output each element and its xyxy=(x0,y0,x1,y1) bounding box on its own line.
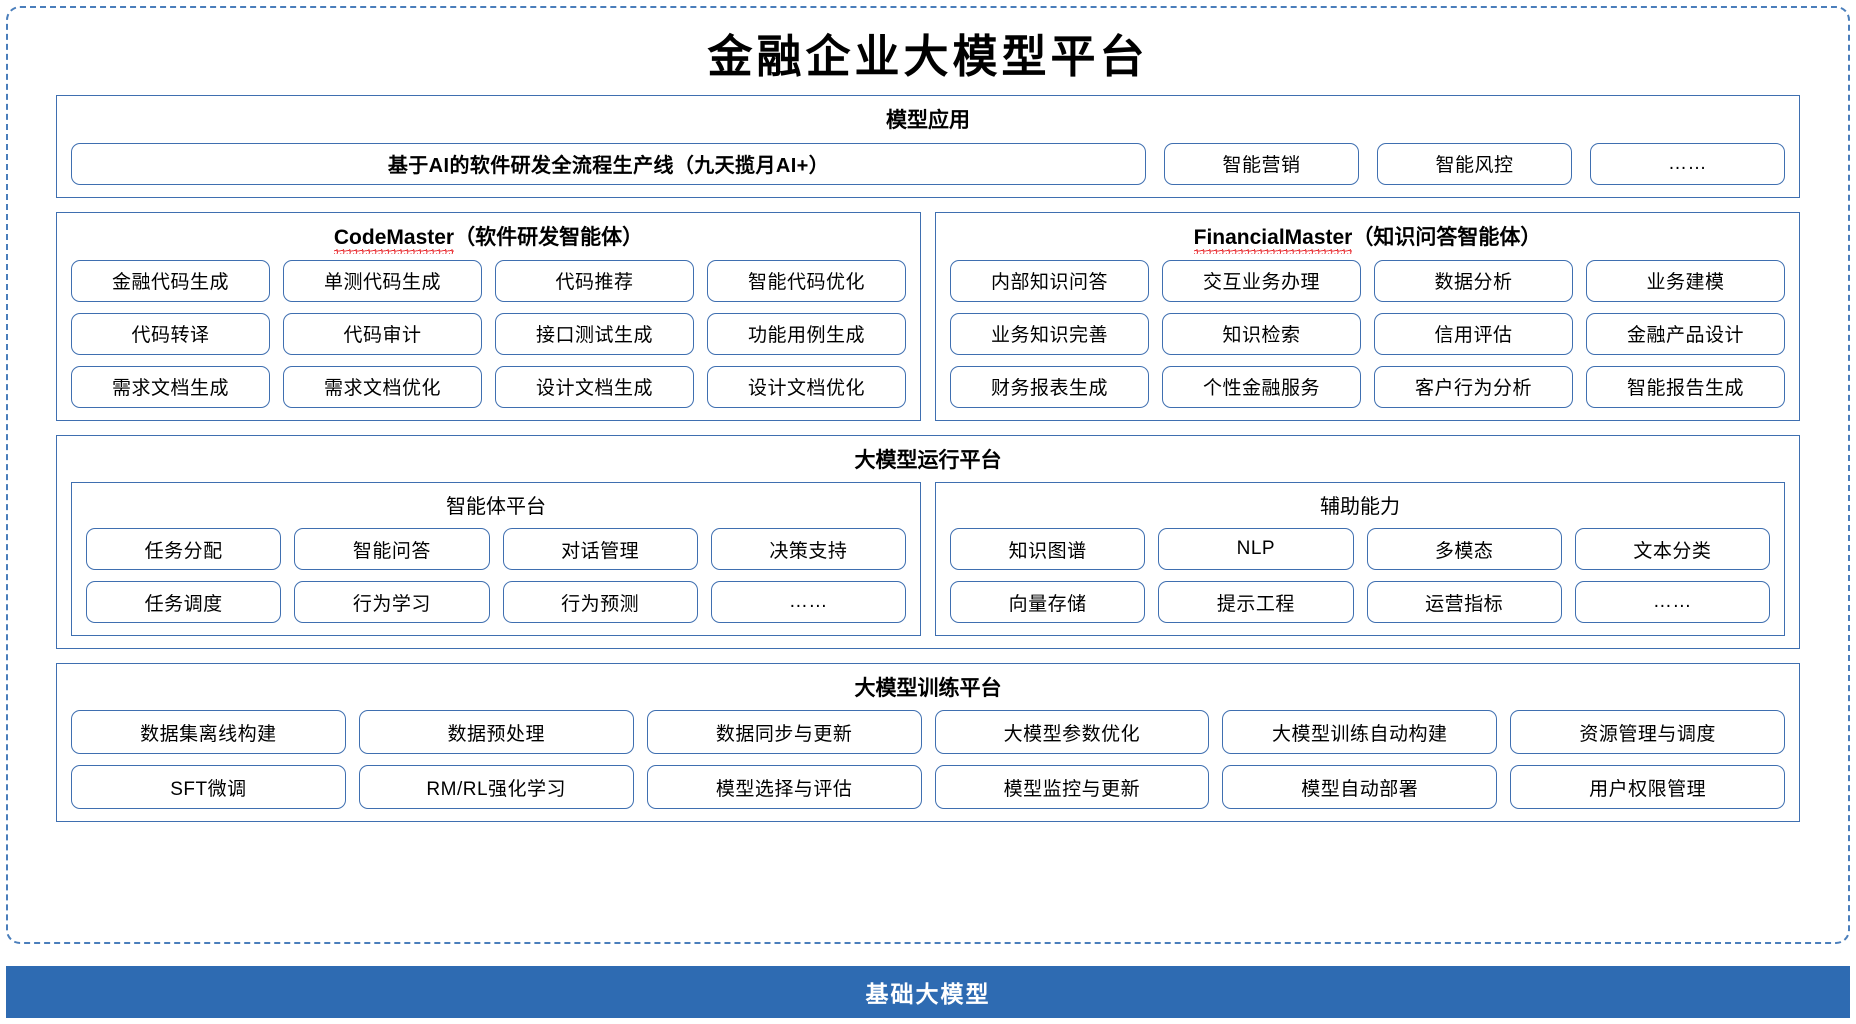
training-platform-item[interactable]: RM/RL强化学习 xyxy=(358,765,634,810)
model-application-item-marketing[interactable]: 智能营销 xyxy=(1164,142,1359,185)
agent-platform-item[interactable]: 智能问答 xyxy=(294,528,490,571)
code-master-item[interactable]: 需求文档生成 xyxy=(71,365,270,408)
code-master-item[interactable]: 金融代码生成 xyxy=(71,259,270,302)
training-platform-item[interactable]: 资源管理与调度 xyxy=(1510,710,1785,755)
financial-master-grid: 内部知识问答 交互业务办理 数据分析 业务建模 业务知识完善 知识检索 信用评估… xyxy=(950,259,1785,408)
model-application-row: 基于AI的软件研发全流程生产线（九天揽月AI+） 智能营销 智能风控 …… xyxy=(71,142,1785,185)
agent-platform-item[interactable]: …… xyxy=(710,581,906,624)
auxiliary-capability-item[interactable]: …… xyxy=(1574,581,1770,624)
training-platform-heading: 大模型训练平台 xyxy=(854,677,1002,701)
financial-master-heading: FinancialMaster（知识问答智能体） xyxy=(950,221,1785,260)
training-platform-item[interactable]: 数据预处理 xyxy=(358,710,634,755)
financial-master-panel: FinancialMaster（知识问答智能体） 内部知识问答 交互业务办理 数… xyxy=(935,211,1800,421)
financial-master-item[interactable]: 智能报告生成 xyxy=(1586,365,1785,408)
runtime-platform-heading: 大模型运行平台 xyxy=(854,448,1002,472)
agent-platform-panel: 智能体平台 任务分配 智能问答 对话管理 决策支持 任务调度 行为学习 行为预测… xyxy=(71,482,921,637)
auxiliary-capability-item[interactable]: 知识图谱 xyxy=(950,528,1146,571)
code-master-item[interactable]: 代码推荐 xyxy=(495,259,694,302)
agent-platform-grid: 任务分配 智能问答 对话管理 决策支持 任务调度 行为学习 行为预测 …… xyxy=(86,528,906,624)
auxiliary-capability-item[interactable]: 多模态 xyxy=(1366,528,1562,571)
auxiliary-capability-item[interactable]: 向量存储 xyxy=(950,581,1146,624)
page-title: 金融企业大模型平台 xyxy=(707,30,1149,83)
master-agents-row: CodeMaster（软件研发智能体） 金融代码生成 单测代码生成 代码推荐 智… xyxy=(56,211,1800,421)
base-model-bar: 基础大模型 xyxy=(6,966,1850,1018)
financial-master-item[interactable]: 信用评估 xyxy=(1374,312,1573,355)
code-master-item[interactable]: 代码审计 xyxy=(283,312,482,355)
code-master-heading: CodeMaster（软件研发智能体） xyxy=(71,221,906,260)
code-master-item[interactable]: 功能用例生成 xyxy=(707,312,906,355)
financial-master-item[interactable]: 客户行为分析 xyxy=(1374,365,1573,408)
financial-master-item[interactable]: 内部知识问答 xyxy=(950,259,1149,302)
model-application-item-risk[interactable]: 智能风控 xyxy=(1377,142,1572,185)
runtime-platform-panel: 大模型运行平台 智能体平台 任务分配 智能问答 对话管理 决策支持 任务调度 行… xyxy=(56,434,1800,650)
training-platform-item[interactable]: 模型自动部署 xyxy=(1222,765,1498,810)
model-application-panel: 模型应用 基于AI的软件研发全流程生产线（九天揽月AI+） 智能营销 智能风控 … xyxy=(56,95,1800,198)
code-master-item[interactable]: 设计文档生成 xyxy=(495,365,694,408)
code-master-item[interactable]: 接口测试生成 xyxy=(495,312,694,355)
financial-master-item[interactable]: 数据分析 xyxy=(1374,259,1573,302)
code-master-panel: CodeMaster（软件研发智能体） 金融代码生成 单测代码生成 代码推荐 智… xyxy=(56,211,921,421)
agent-platform-item[interactable]: 行为预测 xyxy=(502,581,698,624)
financial-master-item[interactable]: 业务建模 xyxy=(1586,259,1785,302)
model-application-heading: 模型应用 xyxy=(886,109,970,133)
auxiliary-capability-heading: 辅助能力 xyxy=(1320,496,1400,519)
financial-master-item[interactable]: 个性金融服务 xyxy=(1162,365,1361,408)
financial-master-item[interactable]: 知识检索 xyxy=(1162,312,1361,355)
financial-master-name: FinancialMaster xyxy=(1193,224,1352,255)
code-master-item[interactable]: 单测代码生成 xyxy=(283,259,482,302)
code-master-suffix: （软件研发智能体） xyxy=(454,225,644,249)
financial-master-item[interactable]: 业务知识完善 xyxy=(950,312,1149,355)
training-platform-item[interactable]: SFT微调 xyxy=(71,765,346,810)
auxiliary-capability-item[interactable]: 提示工程 xyxy=(1158,581,1354,624)
model-application-item-more[interactable]: …… xyxy=(1590,142,1785,185)
agent-platform-item[interactable]: 任务调度 xyxy=(86,581,282,624)
training-platform-item[interactable]: 数据同步与更新 xyxy=(646,710,922,755)
auxiliary-capability-grid: 知识图谱 NLP 多模态 文本分类 向量存储 提示工程 运营指标 …… xyxy=(950,528,1770,624)
training-platform-item[interactable]: 用户权限管理 xyxy=(1510,765,1785,810)
code-master-grid: 金融代码生成 单测代码生成 代码推荐 智能代码优化 代码转译 代码审计 接口测试… xyxy=(71,259,906,408)
auxiliary-capability-panel: 辅助能力 知识图谱 NLP 多模态 文本分类 向量存储 提示工程 运营指标 …… xyxy=(935,482,1785,637)
runtime-subpanels-row: 智能体平台 任务分配 智能问答 对话管理 决策支持 任务调度 行为学习 行为预测… xyxy=(71,482,1785,637)
agent-platform-item[interactable]: 对话管理 xyxy=(502,528,698,571)
financial-master-item[interactable]: 金融产品设计 xyxy=(1586,312,1785,355)
training-platform-panel: 大模型训练平台 数据集离线构建 数据预处理 数据同步与更新 大模型参数优化 大模… xyxy=(56,663,1800,823)
agent-platform-item[interactable]: 决策支持 xyxy=(710,528,906,571)
agent-platform-item[interactable]: 任务分配 xyxy=(86,528,282,571)
training-platform-item[interactable]: 模型选择与评估 xyxy=(646,765,922,810)
agent-platform-heading: 智能体平台 xyxy=(446,496,546,519)
financial-master-suffix: （知识问答智能体） xyxy=(1352,225,1542,249)
auxiliary-capability-item[interactable]: 文本分类 xyxy=(1574,528,1770,571)
code-master-name: CodeMaster xyxy=(333,224,455,255)
training-platform-grid: 数据集离线构建 数据预处理 数据同步与更新 大模型参数优化 大模型训练自动构建 … xyxy=(71,710,1785,810)
code-master-item[interactable]: 设计文档优化 xyxy=(707,365,906,408)
training-platform-item[interactable]: 模型监控与更新 xyxy=(934,765,1210,810)
platform-outer-frame: 金融企业大模型平台 模型应用 基于AI的软件研发全流程生产线（九天揽月AI+） … xyxy=(6,6,1850,944)
training-platform-item[interactable]: 大模型训练自动构建 xyxy=(1222,710,1498,755)
financial-master-item[interactable]: 财务报表生成 xyxy=(950,365,1149,408)
code-master-item[interactable]: 需求文档优化 xyxy=(283,365,482,408)
model-application-primary-item[interactable]: 基于AI的软件研发全流程生产线（九天揽月AI+） xyxy=(71,142,1146,185)
training-platform-item[interactable]: 大模型参数优化 xyxy=(934,710,1210,755)
code-master-item[interactable]: 智能代码优化 xyxy=(707,259,906,302)
financial-master-item[interactable]: 交互业务办理 xyxy=(1162,259,1361,302)
code-master-item[interactable]: 代码转译 xyxy=(71,312,270,355)
auxiliary-capability-item[interactable]: NLP xyxy=(1158,528,1354,571)
training-platform-item[interactable]: 数据集离线构建 xyxy=(71,710,346,755)
auxiliary-capability-item[interactable]: 运营指标 xyxy=(1366,581,1562,624)
agent-platform-item[interactable]: 行为学习 xyxy=(294,581,490,624)
